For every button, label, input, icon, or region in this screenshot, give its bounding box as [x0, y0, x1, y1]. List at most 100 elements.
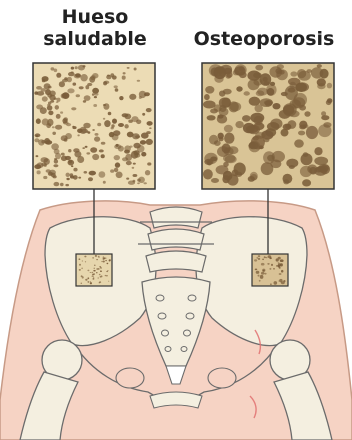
bone-pore — [106, 275, 108, 276]
bone-pore — [276, 69, 288, 80]
bone-pore — [219, 91, 225, 97]
bone-pore — [67, 77, 72, 83]
bone-pore — [85, 146, 88, 148]
bone-pore — [205, 86, 214, 94]
bone-pore — [74, 74, 81, 79]
bone-pore — [262, 269, 265, 272]
bone-pore — [92, 257, 93, 258]
bone-pore — [66, 178, 69, 180]
bone-pore — [268, 255, 272, 258]
bone-pore — [314, 157, 328, 166]
bone-pore — [96, 272, 97, 273]
bone-pore — [264, 273, 266, 275]
bone-pore — [136, 120, 141, 125]
bone-pore — [34, 91, 38, 94]
bone-pore — [38, 139, 45, 145]
bone-pore — [92, 88, 99, 94]
bone-pore — [71, 107, 76, 110]
bone-pore — [56, 73, 61, 78]
bone-pore — [109, 132, 115, 137]
bone-pore — [128, 181, 135, 185]
bone-pore — [290, 71, 297, 76]
bone-pore — [90, 147, 97, 153]
bone-pore — [71, 165, 73, 167]
bone-pore — [279, 279, 282, 282]
bone-pore — [133, 163, 136, 165]
bone-pore — [96, 256, 97, 257]
bone-pore — [320, 69, 329, 79]
bone-pore — [149, 127, 152, 129]
bone-pore — [37, 170, 41, 174]
bone-pore — [239, 66, 244, 71]
bone-pore — [114, 155, 120, 160]
bone-pore — [258, 258, 260, 260]
bone-pore — [114, 85, 118, 88]
bone-pore — [112, 119, 117, 124]
bone-pore — [73, 83, 77, 86]
bone-pore — [68, 160, 75, 166]
bone-pore — [283, 103, 297, 116]
bone-pore — [283, 174, 293, 184]
bone-pore — [146, 108, 152, 112]
bone-pore — [254, 259, 257, 261]
bone-pore — [52, 126, 55, 128]
bone-pore — [273, 268, 275, 270]
bone-pore — [92, 129, 95, 131]
bone-pore — [53, 164, 58, 167]
bone-pore — [264, 256, 266, 258]
bone-pore — [299, 125, 306, 130]
bone-pore — [147, 121, 153, 126]
bone-pore — [105, 260, 107, 261]
bone-pore — [122, 157, 128, 161]
bone-pore — [110, 169, 114, 172]
bone-pore — [50, 100, 54, 103]
bone-pore — [61, 153, 65, 156]
bone-pore — [103, 118, 105, 120]
bone-pore — [94, 96, 97, 98]
bone-pore — [327, 98, 332, 103]
bone-pore — [132, 167, 135, 169]
bone-pore — [124, 145, 131, 151]
bone-pore — [84, 171, 88, 174]
bone-pore — [204, 94, 210, 100]
bone-pore — [260, 98, 273, 107]
bone-pore — [226, 72, 232, 78]
bone-pore — [54, 158, 57, 160]
bone-pore — [36, 155, 39, 157]
bone-pore — [97, 123, 101, 127]
bone-pore — [249, 97, 260, 106]
bone-pore — [93, 273, 95, 274]
bone-pore — [103, 181, 106, 184]
bone-pore — [142, 113, 145, 116]
bone-pore — [278, 262, 280, 263]
bone-pore — [248, 176, 255, 182]
bone-pore — [218, 137, 223, 142]
bone-pore — [36, 105, 43, 110]
bone-pore — [103, 256, 105, 258]
bone-pore — [80, 127, 87, 134]
bone-pore — [137, 145, 145, 152]
bone-pore — [92, 278, 94, 280]
bone-pore — [318, 124, 331, 137]
bone-pore — [100, 276, 102, 278]
bone-pore — [146, 139, 153, 145]
bone-pore — [144, 94, 147, 96]
bone-pore — [79, 264, 81, 266]
bone-pore — [44, 158, 50, 165]
bone-pore — [271, 264, 273, 266]
bone-pore — [314, 147, 322, 155]
bone-pore — [79, 86, 84, 89]
bone-pore — [77, 134, 79, 136]
bone-pore — [211, 178, 219, 183]
bone-pore — [283, 280, 285, 282]
bone-pore — [300, 166, 312, 177]
bone-pore — [265, 257, 267, 258]
bone-pore — [298, 131, 305, 136]
bone-pore — [75, 66, 78, 69]
bone-pore — [303, 152, 309, 157]
bone-pore — [256, 271, 260, 274]
bone-pore — [243, 123, 255, 133]
bone-pore — [83, 100, 86, 103]
bone-pore — [87, 281, 89, 283]
